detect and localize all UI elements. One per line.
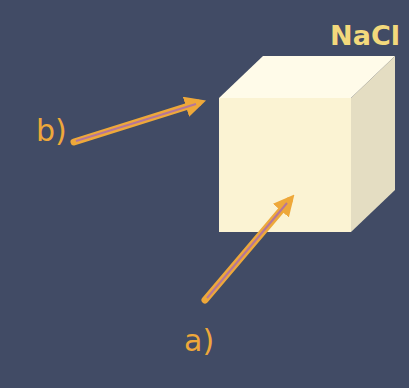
callout-label: a) [184,326,214,356]
callout-label: b) [36,116,67,146]
arrow-a [205,201,289,300]
nacl-cube [219,56,395,232]
arrow-b [74,103,198,142]
title-text: NaCl [330,22,400,49]
